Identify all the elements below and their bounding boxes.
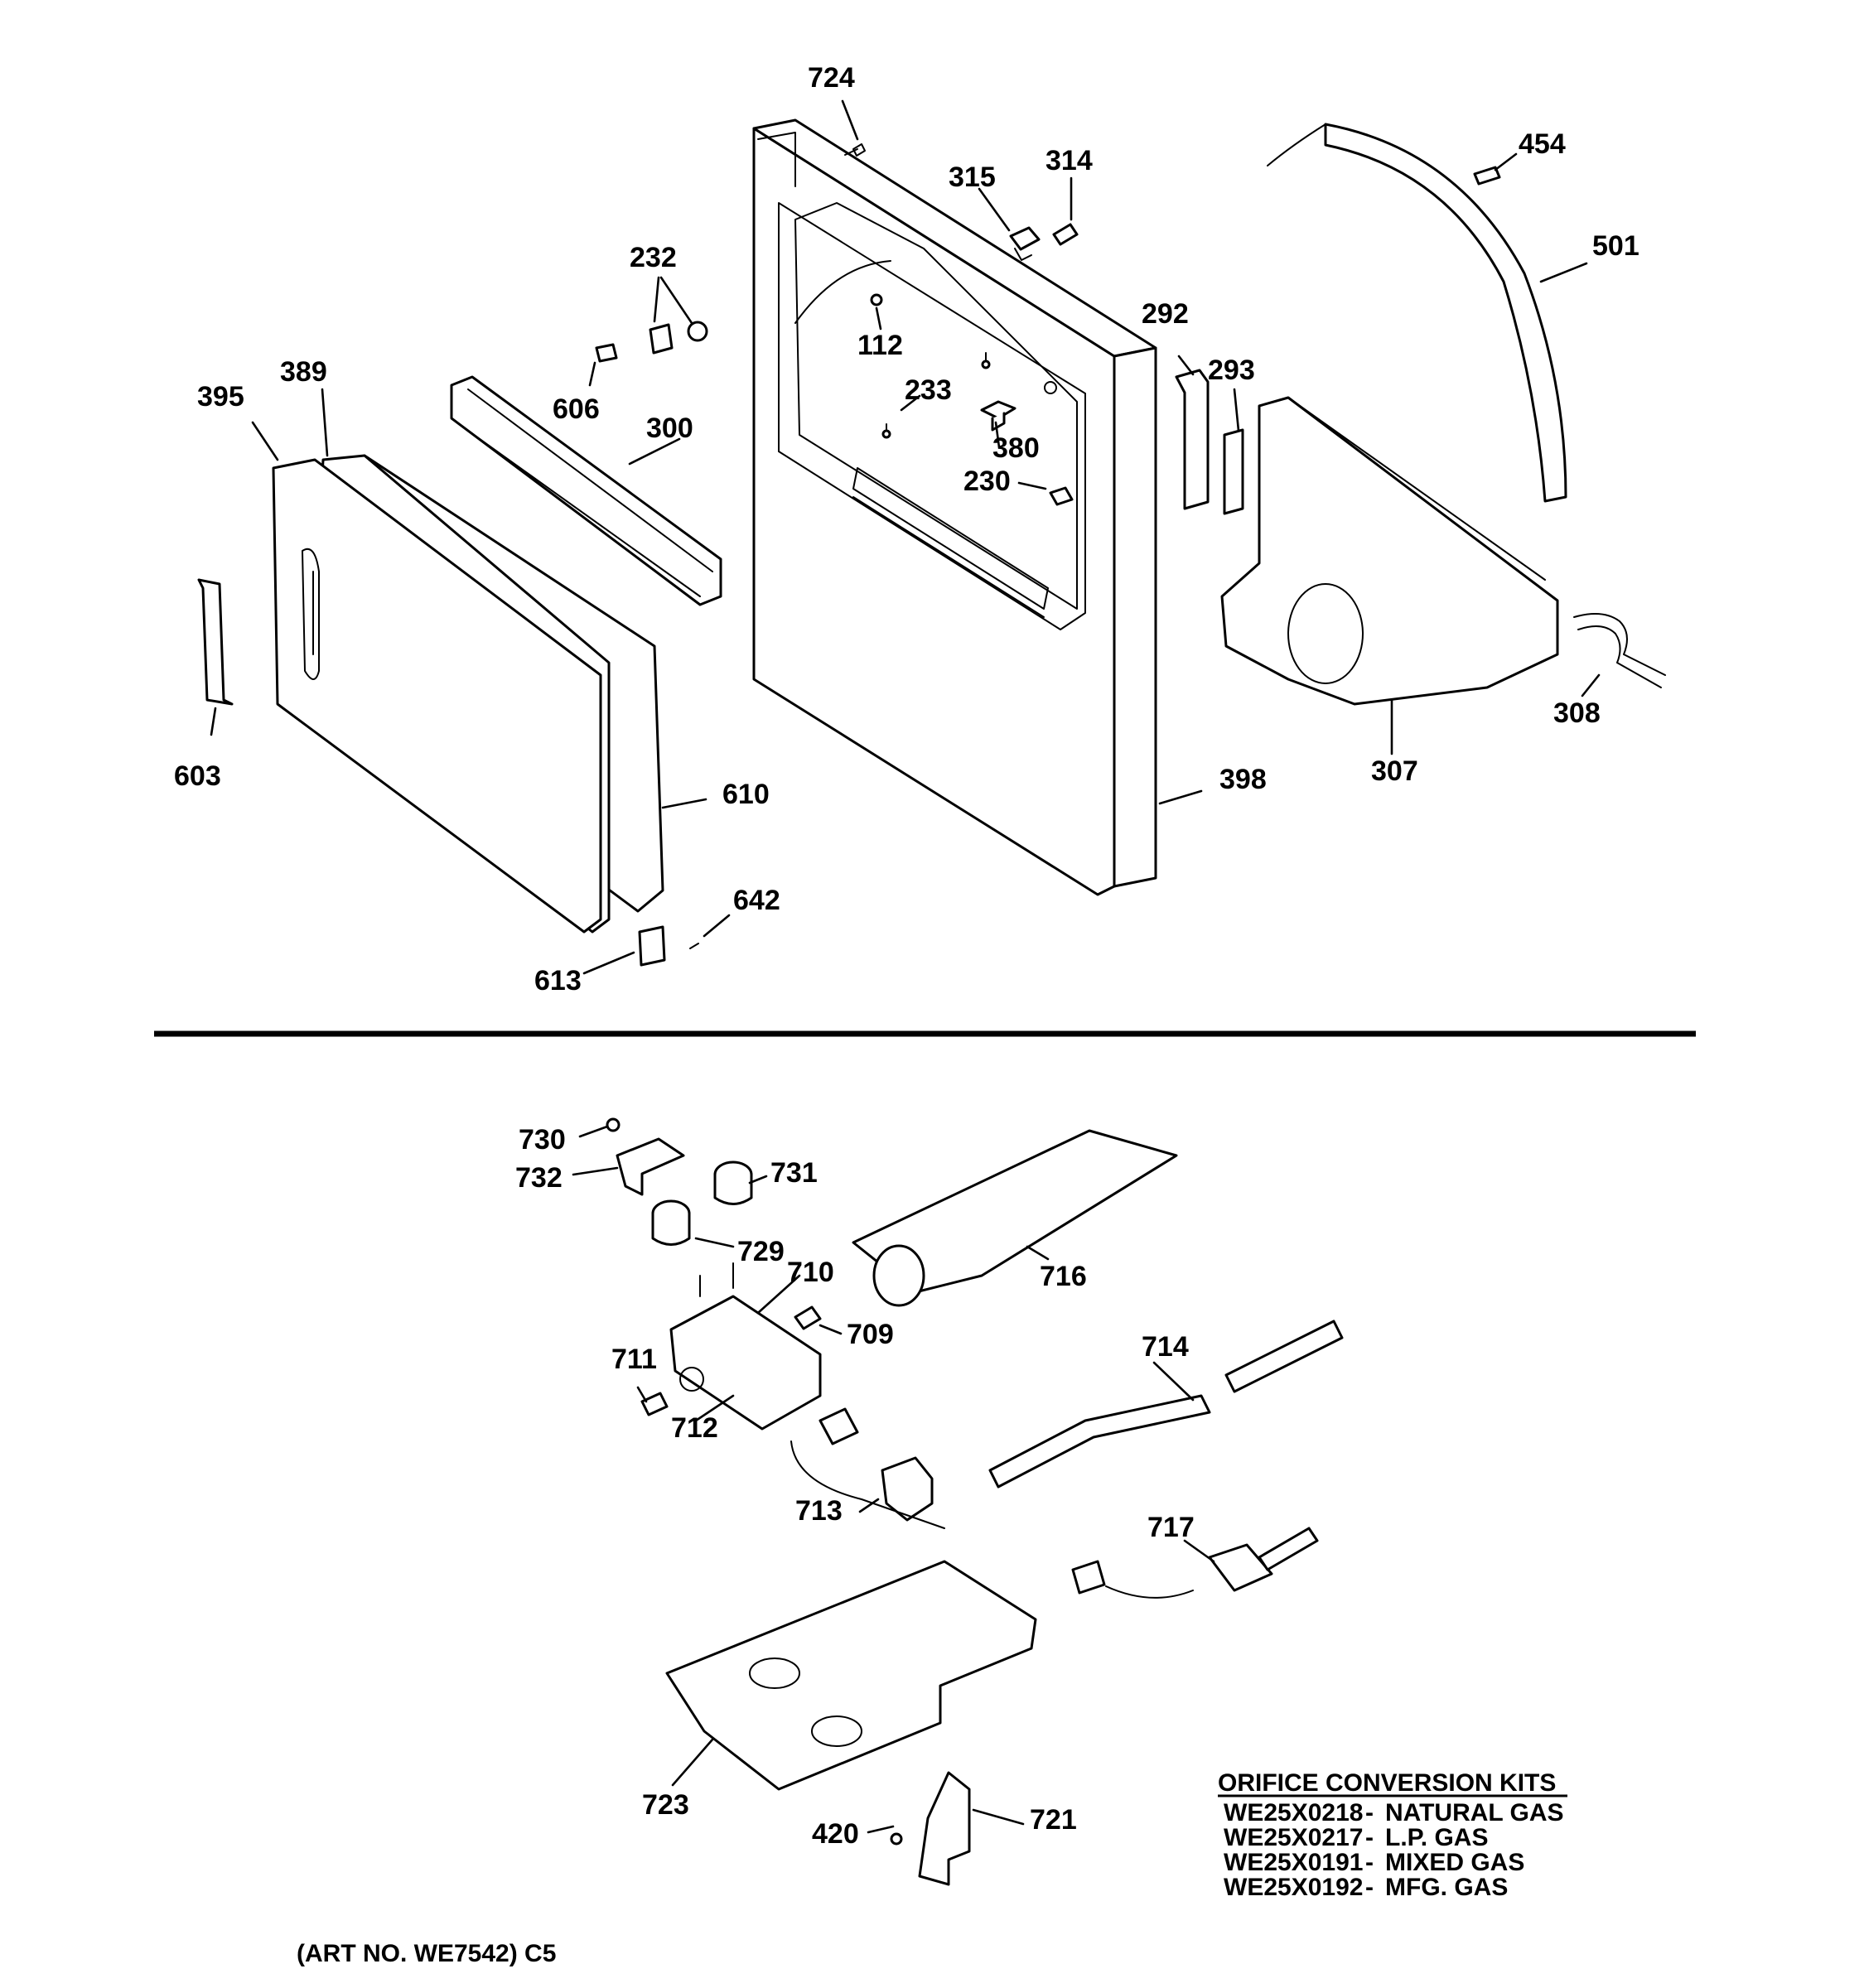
door-389-395 [272,454,664,934]
part-232 [649,321,708,355]
burner-bracket-723 [665,1560,1037,1791]
kit-separator: - [1365,1799,1374,1826]
bracket-721 [918,1771,971,1886]
kit-separator: - [1365,1849,1374,1876]
callout-732: 732 [515,1162,563,1194]
callout-112: 112 [857,330,903,361]
screw-233-b [881,423,891,439]
filter-housing-300 [450,375,722,606]
callout-642: 642 [733,885,780,916]
callout-233: 233 [905,374,952,406]
callout-307: 307 [1371,755,1418,787]
callout-721: 721 [1030,1804,1077,1836]
burner-716 [852,1129,1178,1307]
orifice-kits-heading: ORIFICE CONVERSION KITS [1218,1769,1556,1797]
coil-731 [713,1160,753,1205]
callout-709: 709 [847,1319,894,1350]
callout-420: 420 [812,1818,859,1850]
bracket-292 [1175,369,1210,510]
callout-314: 314 [1045,145,1093,176]
screw-233-a [981,352,991,369]
bracket-732 [616,1137,685,1196]
callout-724: 724 [808,62,855,94]
screw-642 [689,943,699,949]
callout-729: 729 [737,1236,785,1267]
switch-315 [1009,226,1041,261]
bearing-501 [1267,123,1567,503]
bracket-293 [1223,428,1244,515]
kit-description: MIXED GAS [1385,1849,1524,1876]
callout-308: 308 [1553,697,1601,729]
coil-729 [651,1199,691,1246]
callout-730: 730 [519,1124,566,1156]
kit-description: MFG. GAS [1385,1874,1508,1901]
callout-714: 714 [1142,1331,1189,1363]
clip-230 [1049,486,1074,506]
callout-713: 713 [795,1495,843,1527]
callout-606: 606 [553,393,600,425]
kit-description: L.P. GAS [1385,1824,1488,1851]
callout-711: 711 [611,1344,657,1375]
kit-part-number: WE25X0218 [1224,1799,1363,1826]
kit-description: NATURAL GAS [1385,1799,1564,1826]
callout-292: 292 [1142,298,1189,330]
callout-610: 610 [722,779,770,810]
callout-230: 230 [963,466,1011,497]
handle-603 [197,578,234,706]
callout-300: 300 [646,413,693,444]
hinge-613 [638,925,666,967]
kit-part-number: WE25X0191 [1224,1849,1363,1876]
callout-398: 398 [1219,764,1267,795]
bulkhead-307 [1220,396,1559,706]
kit-separator: - [1365,1874,1374,1901]
callout-603: 603 [174,760,221,792]
screw-420 [890,1832,903,1846]
callout-717: 717 [1147,1512,1195,1543]
callout-501: 501 [1592,230,1639,262]
fitting-711 [640,1392,669,1416]
callout-710: 710 [787,1257,834,1288]
callout-731: 731 [770,1157,818,1189]
orifice-kits-table: ORIFICE CONVERSION KITS WE25X0218 - NATU… [1218,1769,1567,1901]
callout-723: 723 [642,1789,689,1821]
seal-308 [1573,613,1666,688]
tube-714 [988,1320,1344,1489]
screw-730 [606,1117,621,1132]
callout-315: 315 [949,162,996,193]
callout-232: 232 [630,242,677,273]
callout-454: 454 [1519,128,1566,160]
kit-part-number: WE25X0192 [1224,1874,1363,1901]
screw-112 [870,293,883,306]
screw-724 [844,143,866,157]
fitting-709 [794,1305,822,1330]
switch-314 [1052,223,1079,246]
fitting-713 [790,1407,945,1529]
leader-lines [210,99,1601,1834]
callout-716: 716 [1040,1261,1087,1292]
callout-613: 613 [534,965,582,996]
part-606 [595,343,618,363]
callout-293: 293 [1208,355,1255,386]
part-454 [1473,166,1501,186]
callout-395: 395 [197,381,244,413]
callout-712: 712 [671,1412,718,1444]
igniter-717 [1071,1527,1319,1599]
art-number: (ART NO. WE7542) C5 [297,1940,556,1967]
front-panel-398 [752,118,1157,896]
callout-389: 389 [280,356,327,388]
kit-separator: - [1365,1824,1374,1851]
callout-380: 380 [992,432,1040,464]
valve-712 [669,1262,822,1431]
kit-part-number: WE25X0217 [1224,1824,1363,1851]
callout-labels: 724 315 314 454 501 232 112 292 293 233 … [174,62,1639,1850]
